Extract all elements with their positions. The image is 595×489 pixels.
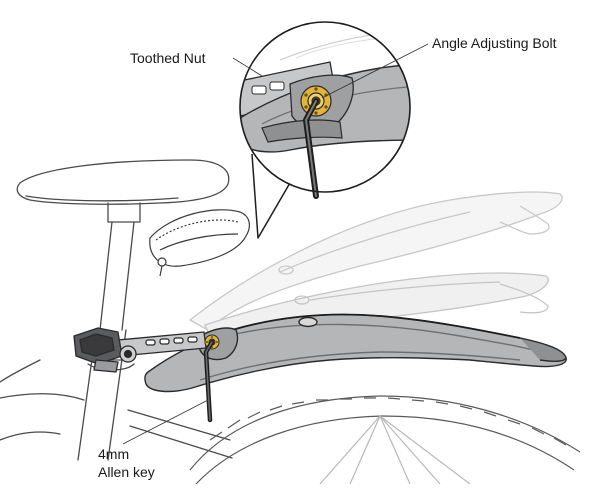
rear-tire [190,396,580,484]
allen-key-name-label: Allen key [98,464,155,480]
toothed-nut-label: Toothed Nut [130,50,206,66]
angle-adjusting-bolt-label: Angle Adjusting Bolt [432,35,557,51]
allen-key-size-label: 4mm [98,446,129,462]
bike-frame [0,160,232,460]
saddle [17,160,229,204]
seat-post [100,222,134,330]
magnifier-callout [235,22,420,238]
saddle-bag [150,210,250,276]
